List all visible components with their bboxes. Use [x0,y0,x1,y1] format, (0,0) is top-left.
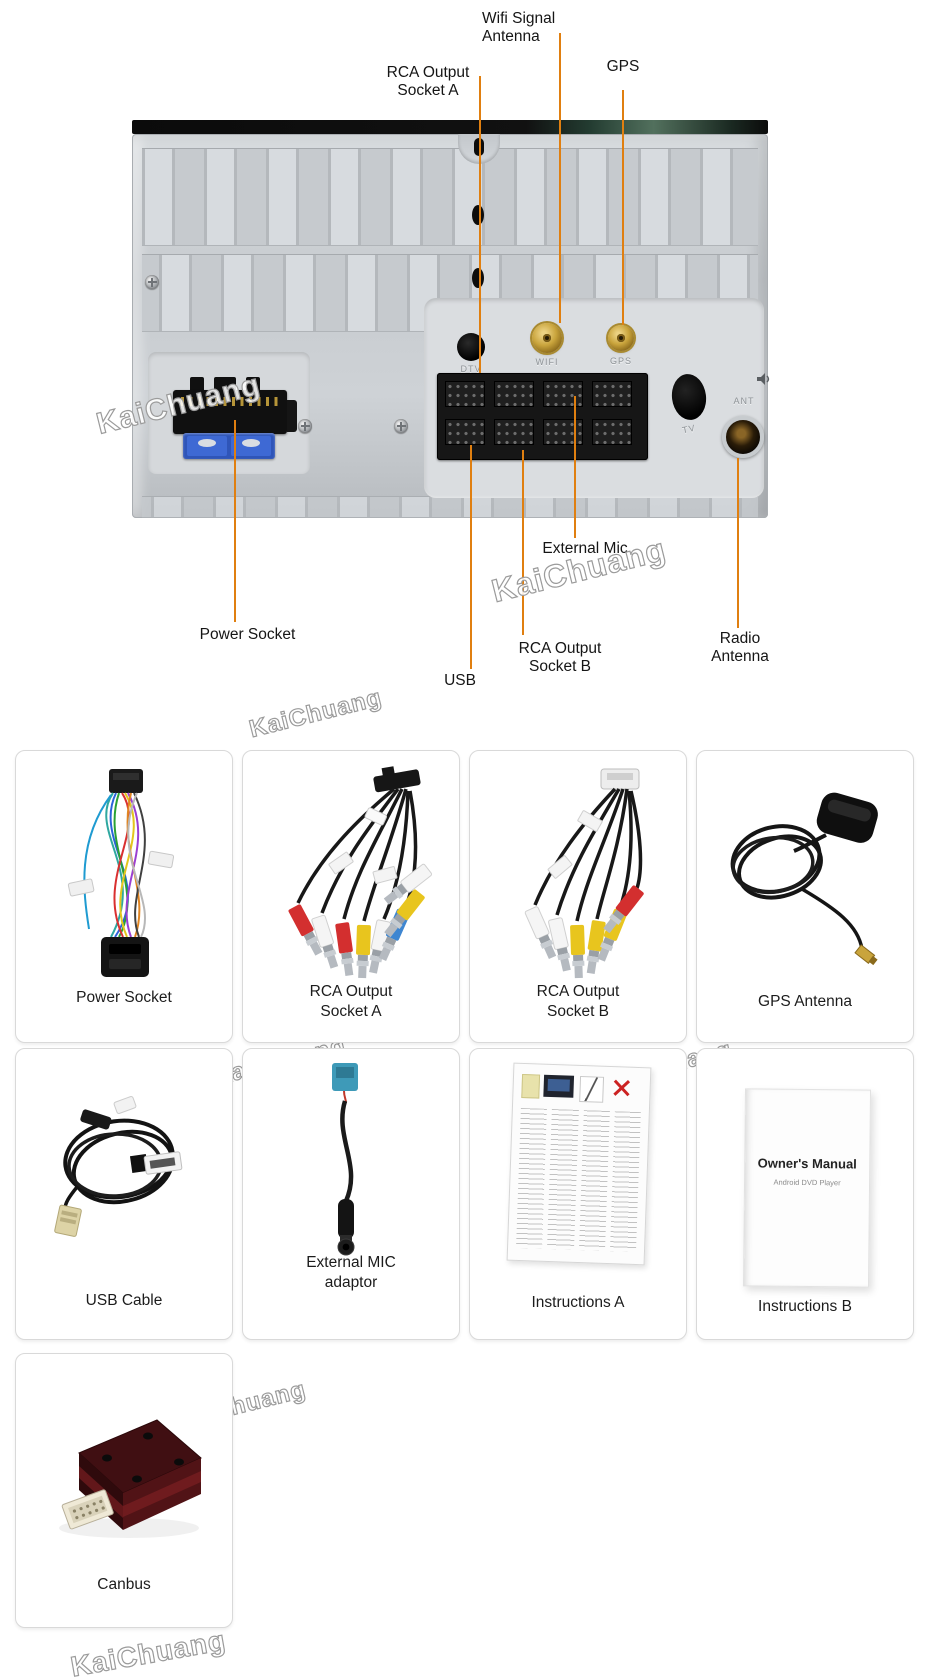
pin-header [543,381,583,407]
screw [298,419,312,433]
main-connector-block [437,373,648,460]
label-rca-output-socket-b: RCA Output Socket B [518,640,602,676]
brand-watermark: KaiChuang [68,1624,229,1677]
rca-cable-b-photo [524,768,644,979]
callout-line-radio-antenna [737,458,739,628]
dtv-panel-marking: DTV [460,364,482,374]
gps-antenna-photo [730,792,878,966]
power-socket-tab [246,377,260,391]
screw [394,419,408,433]
accessory-card-rca-b: RCA Output Socket B [469,750,687,1043]
accessory-caption: Power Socket [76,988,172,1006]
screen-thumbnail [543,1074,575,1098]
accessory-caption: USB Cable [85,1291,163,1309]
power-socket-tab [190,377,204,391]
fuse-contact [242,439,260,447]
callout-line-rca-b [522,450,524,635]
wifi-sma-connector [532,323,562,353]
fuse-contact [198,439,216,447]
accessory-card-canbus: Canbus [15,1353,233,1628]
owners-manual-photo: Owner's Manual Android DVD Player [742,1088,872,1288]
pin-header [445,419,485,445]
gps-sma-connector [608,325,634,351]
usb-cable-photo [54,1096,183,1237]
callout-line-wifi [559,33,561,323]
callout-line-external-mic [574,396,576,538]
red-x-icon [611,1077,632,1098]
fuse-holder [183,433,275,459]
pin-header [494,419,534,445]
accessory-card-gps-antenna: GPS Antenna [696,750,914,1043]
speaker-icon [757,373,770,385]
callout-line-gps [622,90,624,325]
mic-adaptor-photo [332,1063,358,1256]
rca-cable-a-photo [288,766,433,979]
accessory-caption: Instructions A [531,1293,625,1311]
label-power-socket: Power Socket [199,626,296,643]
wifi-panel-marking: WIFI [535,357,559,367]
label-rca-output-socket-a: RCA Output Socket A [386,64,470,100]
callout-line-usb [470,445,472,669]
vent-hole [472,205,484,225]
accessory-caption: GPS Antenna [758,992,852,1010]
manual-subtitle: Android DVD Player [773,1177,841,1188]
callout-line-power [234,420,236,622]
label-gps: GPS [606,58,640,75]
accessory-card-power-socket: Power Socket [15,750,233,1043]
canbus-box-photo [59,1419,202,1538]
radio-antenna-socket [722,416,764,458]
accessory-card-mic-adaptor: External MIC adaptor [242,1048,460,1340]
label-wifi-signal-antenna: Wifi Signal Antenna [482,10,556,46]
pin-header [494,381,534,407]
accessory-card-usb-cable: USB Cable [15,1048,233,1340]
sketch-thumbnail [579,1075,605,1103]
manual-title: Owner's Manual [757,1155,857,1172]
accessory-caption: Instructions B [758,1297,852,1315]
doc-thumbnail [521,1073,541,1099]
label-usb: USB [444,672,476,689]
pin-header [592,419,632,445]
power-harness-photo [67,769,175,977]
accessory-caption: External MIC adaptor [306,1253,396,1291]
instruction-thumbnails [521,1073,642,1103]
ant-panel-marking: ANT [733,396,755,406]
gps-panel-marking: GPS [609,356,632,366]
accessory-caption: RCA Output Socket B [536,982,620,1020]
accessory-card-rca-a: RCA Output Socket A [242,750,460,1043]
unit-top-strip [132,120,768,134]
accessory-caption: Canbus [97,1575,151,1593]
power-socket-pins [181,397,279,406]
label-external-mic: External Mic [542,540,628,557]
pin-header [543,419,583,445]
instruction-sheet-photo [506,1062,652,1266]
heatsink-fins-top [142,148,758,246]
accessory-card-instructions-b: Owner's Manual Android DVD Player Instru… [696,1048,914,1340]
pin-header [592,381,632,407]
power-socket-tab [214,377,236,391]
label-radio-antenna: Radio Antenna [711,630,769,666]
accessory-card-instructions-a: Instructions A [469,1048,687,1340]
accessory-caption: RCA Output Socket A [309,982,393,1020]
instruction-text-columns [516,1107,641,1253]
brand-watermark: KaiChuang [246,683,385,744]
vent-hole [472,268,484,288]
callout-line-rca-a [479,76,481,373]
power-socket-bracket [287,400,297,432]
pin-header [445,381,485,407]
screw [145,275,159,289]
